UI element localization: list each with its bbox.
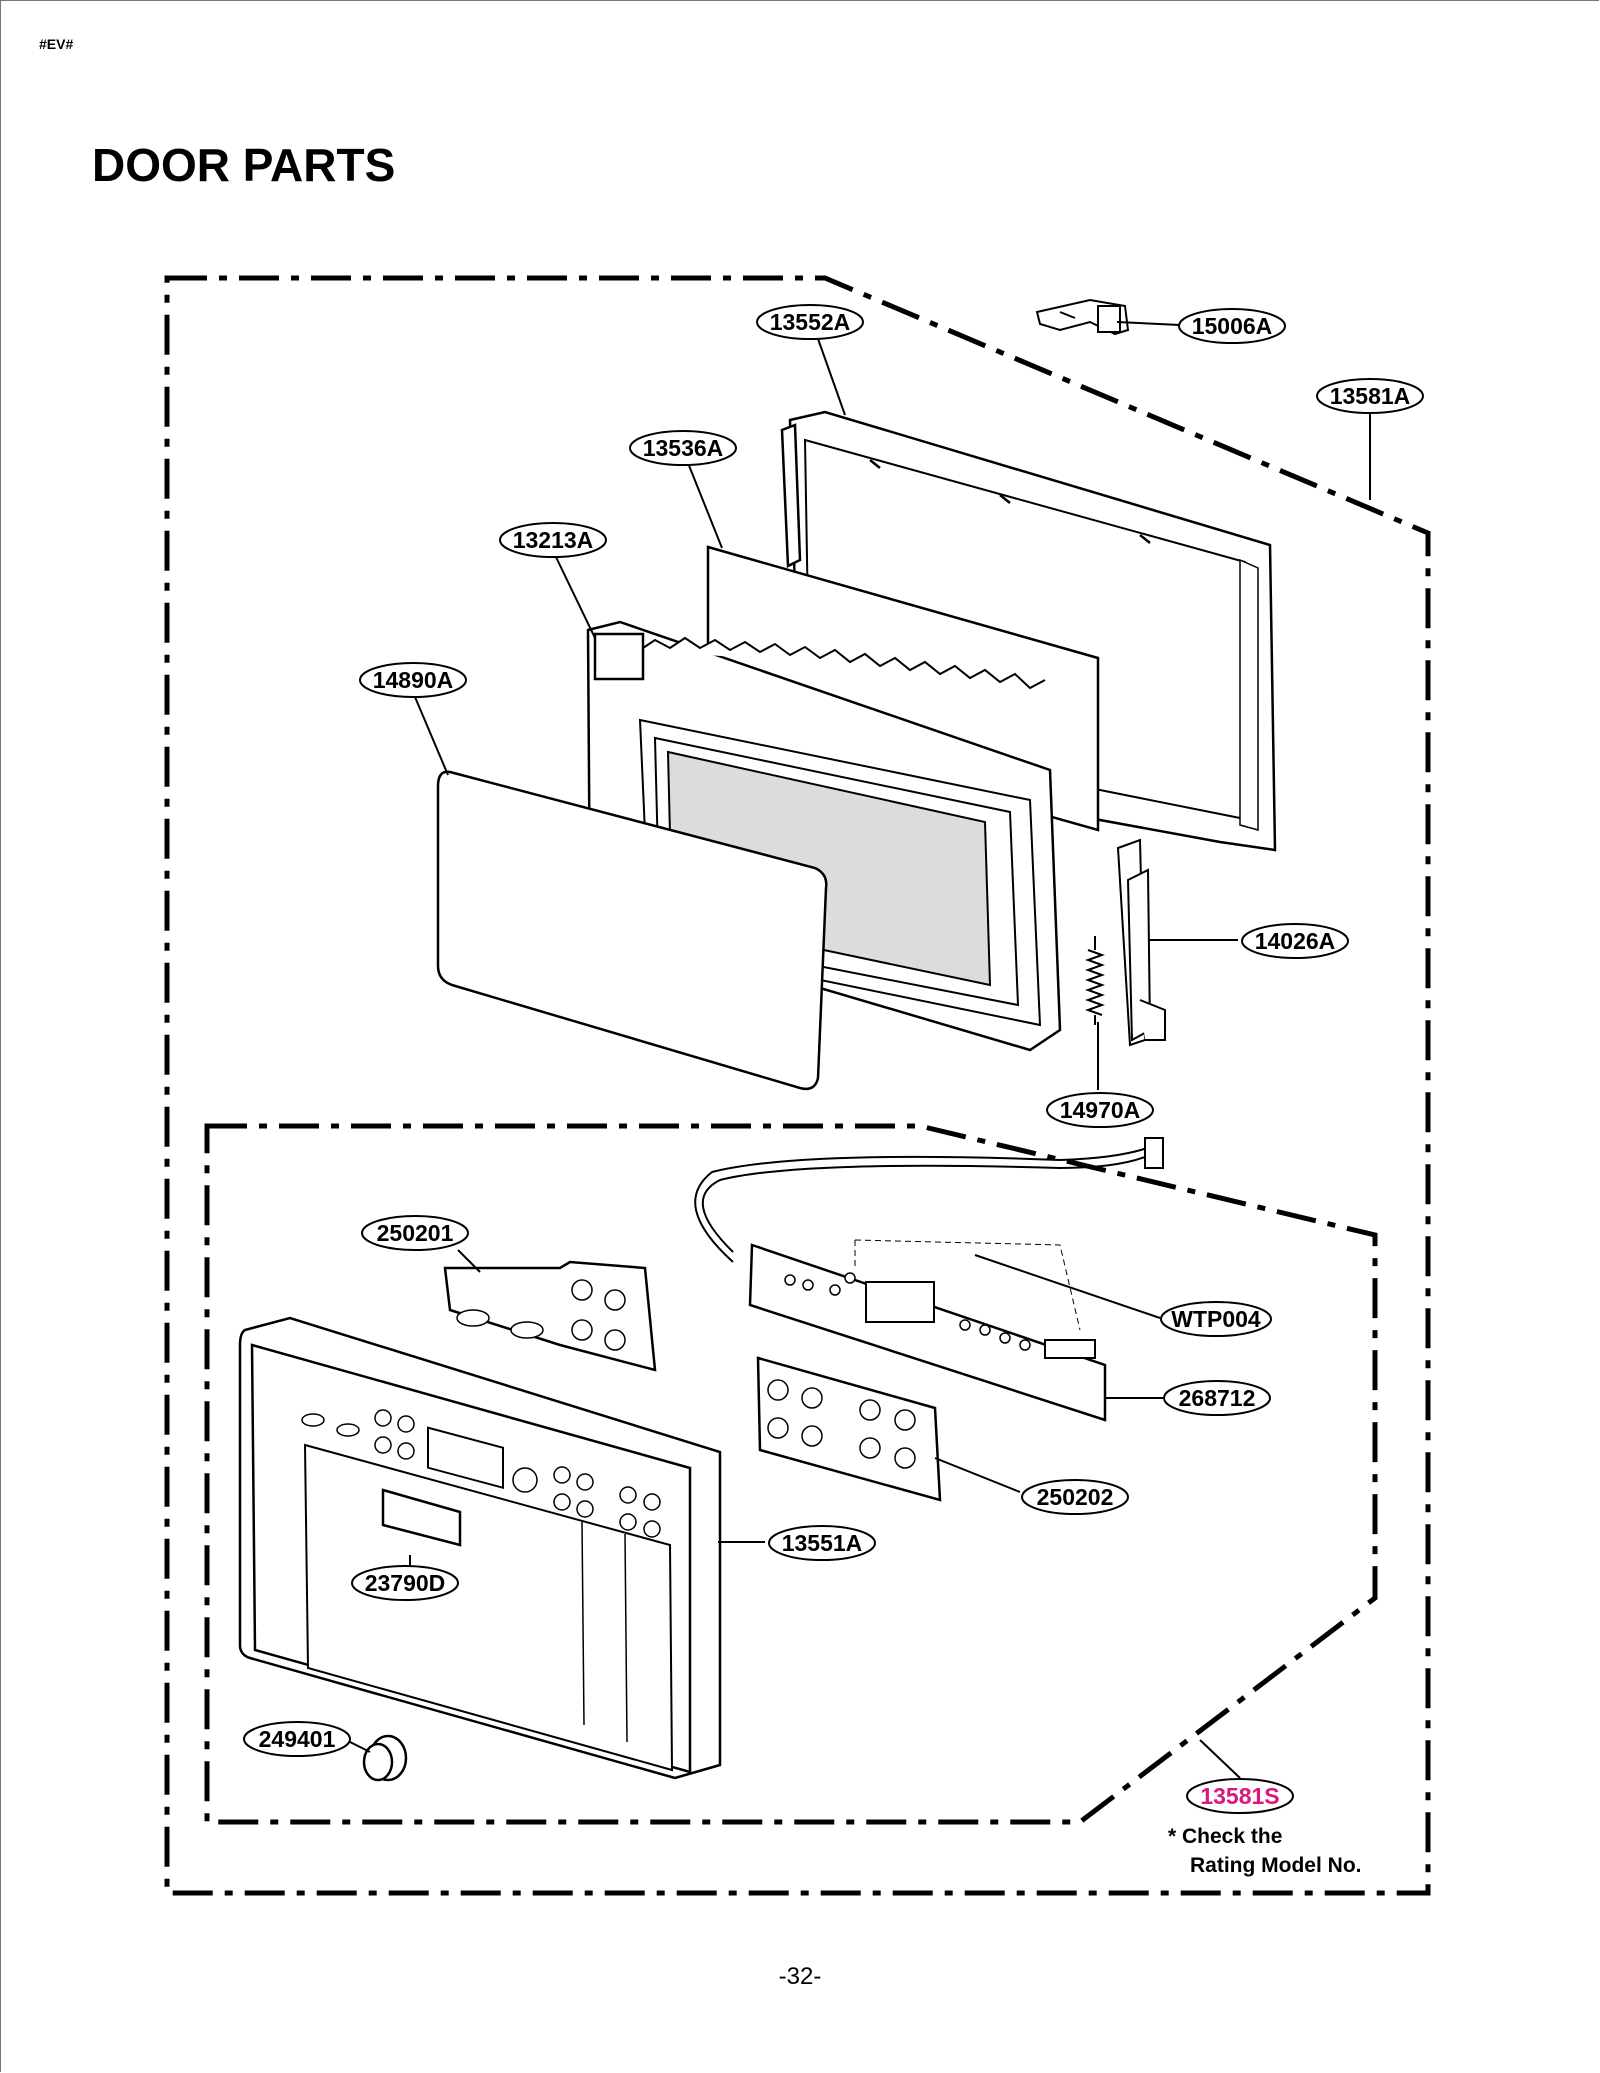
callout-label: 14970A xyxy=(1060,1097,1141,1123)
callout-13581S: 13581S xyxy=(1186,1778,1294,1814)
callout-label: WTP004 xyxy=(1171,1306,1261,1332)
spring-part xyxy=(1085,936,1105,1025)
pcb-screw-guide xyxy=(854,1239,1081,1331)
callout-label: 250202 xyxy=(1037,1484,1114,1510)
callout-label: 15006A xyxy=(1192,313,1273,339)
knob-part xyxy=(362,1734,408,1782)
outer-door-panel-part xyxy=(436,770,828,1091)
callout-label: 13536A xyxy=(643,435,724,461)
control-pcb-part xyxy=(748,1243,1107,1422)
callout-15006A: 15006A xyxy=(1178,308,1286,344)
callout-13581A: 13581A xyxy=(1316,378,1424,414)
callout-13213A: 13213A xyxy=(499,522,607,558)
callout-249401: 249401 xyxy=(243,1721,351,1757)
callout-14026A: 14026A xyxy=(1241,923,1349,959)
latch-clip-part xyxy=(1035,298,1130,336)
latch-hook-part xyxy=(1116,838,1166,1047)
inner-control-boundary xyxy=(204,1123,1378,1825)
callout-250202: 250202 xyxy=(1021,1479,1129,1515)
callout-14970A: 14970A xyxy=(1046,1092,1154,1128)
wire-harness-part xyxy=(694,1137,1164,1263)
callout-label: 14890A xyxy=(373,667,454,693)
callout-label-highlight: 13581S xyxy=(1200,1783,1279,1809)
display-window-part xyxy=(381,1488,462,1547)
page-title: DOOR PARTS xyxy=(92,139,396,191)
callout-14890A: 14890A xyxy=(359,662,467,698)
rating-model-note: * Check the Rating Model No. xyxy=(1168,1825,1362,1877)
callout-label: 23790D xyxy=(365,1570,446,1596)
control-panel-frame-part xyxy=(238,1316,722,1780)
button-holder-large-part xyxy=(756,1356,942,1502)
callout-13536A: 13536A xyxy=(629,430,737,466)
callout-label: 13213A xyxy=(513,527,594,553)
callout-label: 14026A xyxy=(1255,928,1336,954)
note-line-2: Rating Model No. xyxy=(1190,1854,1362,1877)
callout-label: 13581A xyxy=(1330,383,1411,409)
callout-13551A: 13551A xyxy=(768,1525,876,1561)
leader-lines xyxy=(349,321,1371,1779)
callout-250201: 250201 xyxy=(361,1215,469,1251)
callout-23790D: 23790D xyxy=(351,1565,459,1601)
button-holder-small-part xyxy=(443,1260,657,1372)
outer-assembly-boundary xyxy=(164,275,1431,1896)
callout-label: 250201 xyxy=(377,1220,454,1246)
callout-label: 13552A xyxy=(770,309,851,335)
note-line-1: * Check the xyxy=(1168,1825,1282,1848)
callout-label: 13551A xyxy=(782,1530,863,1556)
header-code: #EV# xyxy=(39,36,74,52)
callout-WTP004: WTP004 xyxy=(1160,1301,1272,1337)
callout-label: 268712 xyxy=(1179,1385,1256,1411)
callout-268712: 268712 xyxy=(1163,1380,1271,1416)
page-number: -32- xyxy=(778,1963,822,1990)
callout-label: 249401 xyxy=(259,1726,336,1752)
callout-13552A: 13552A xyxy=(756,304,864,340)
